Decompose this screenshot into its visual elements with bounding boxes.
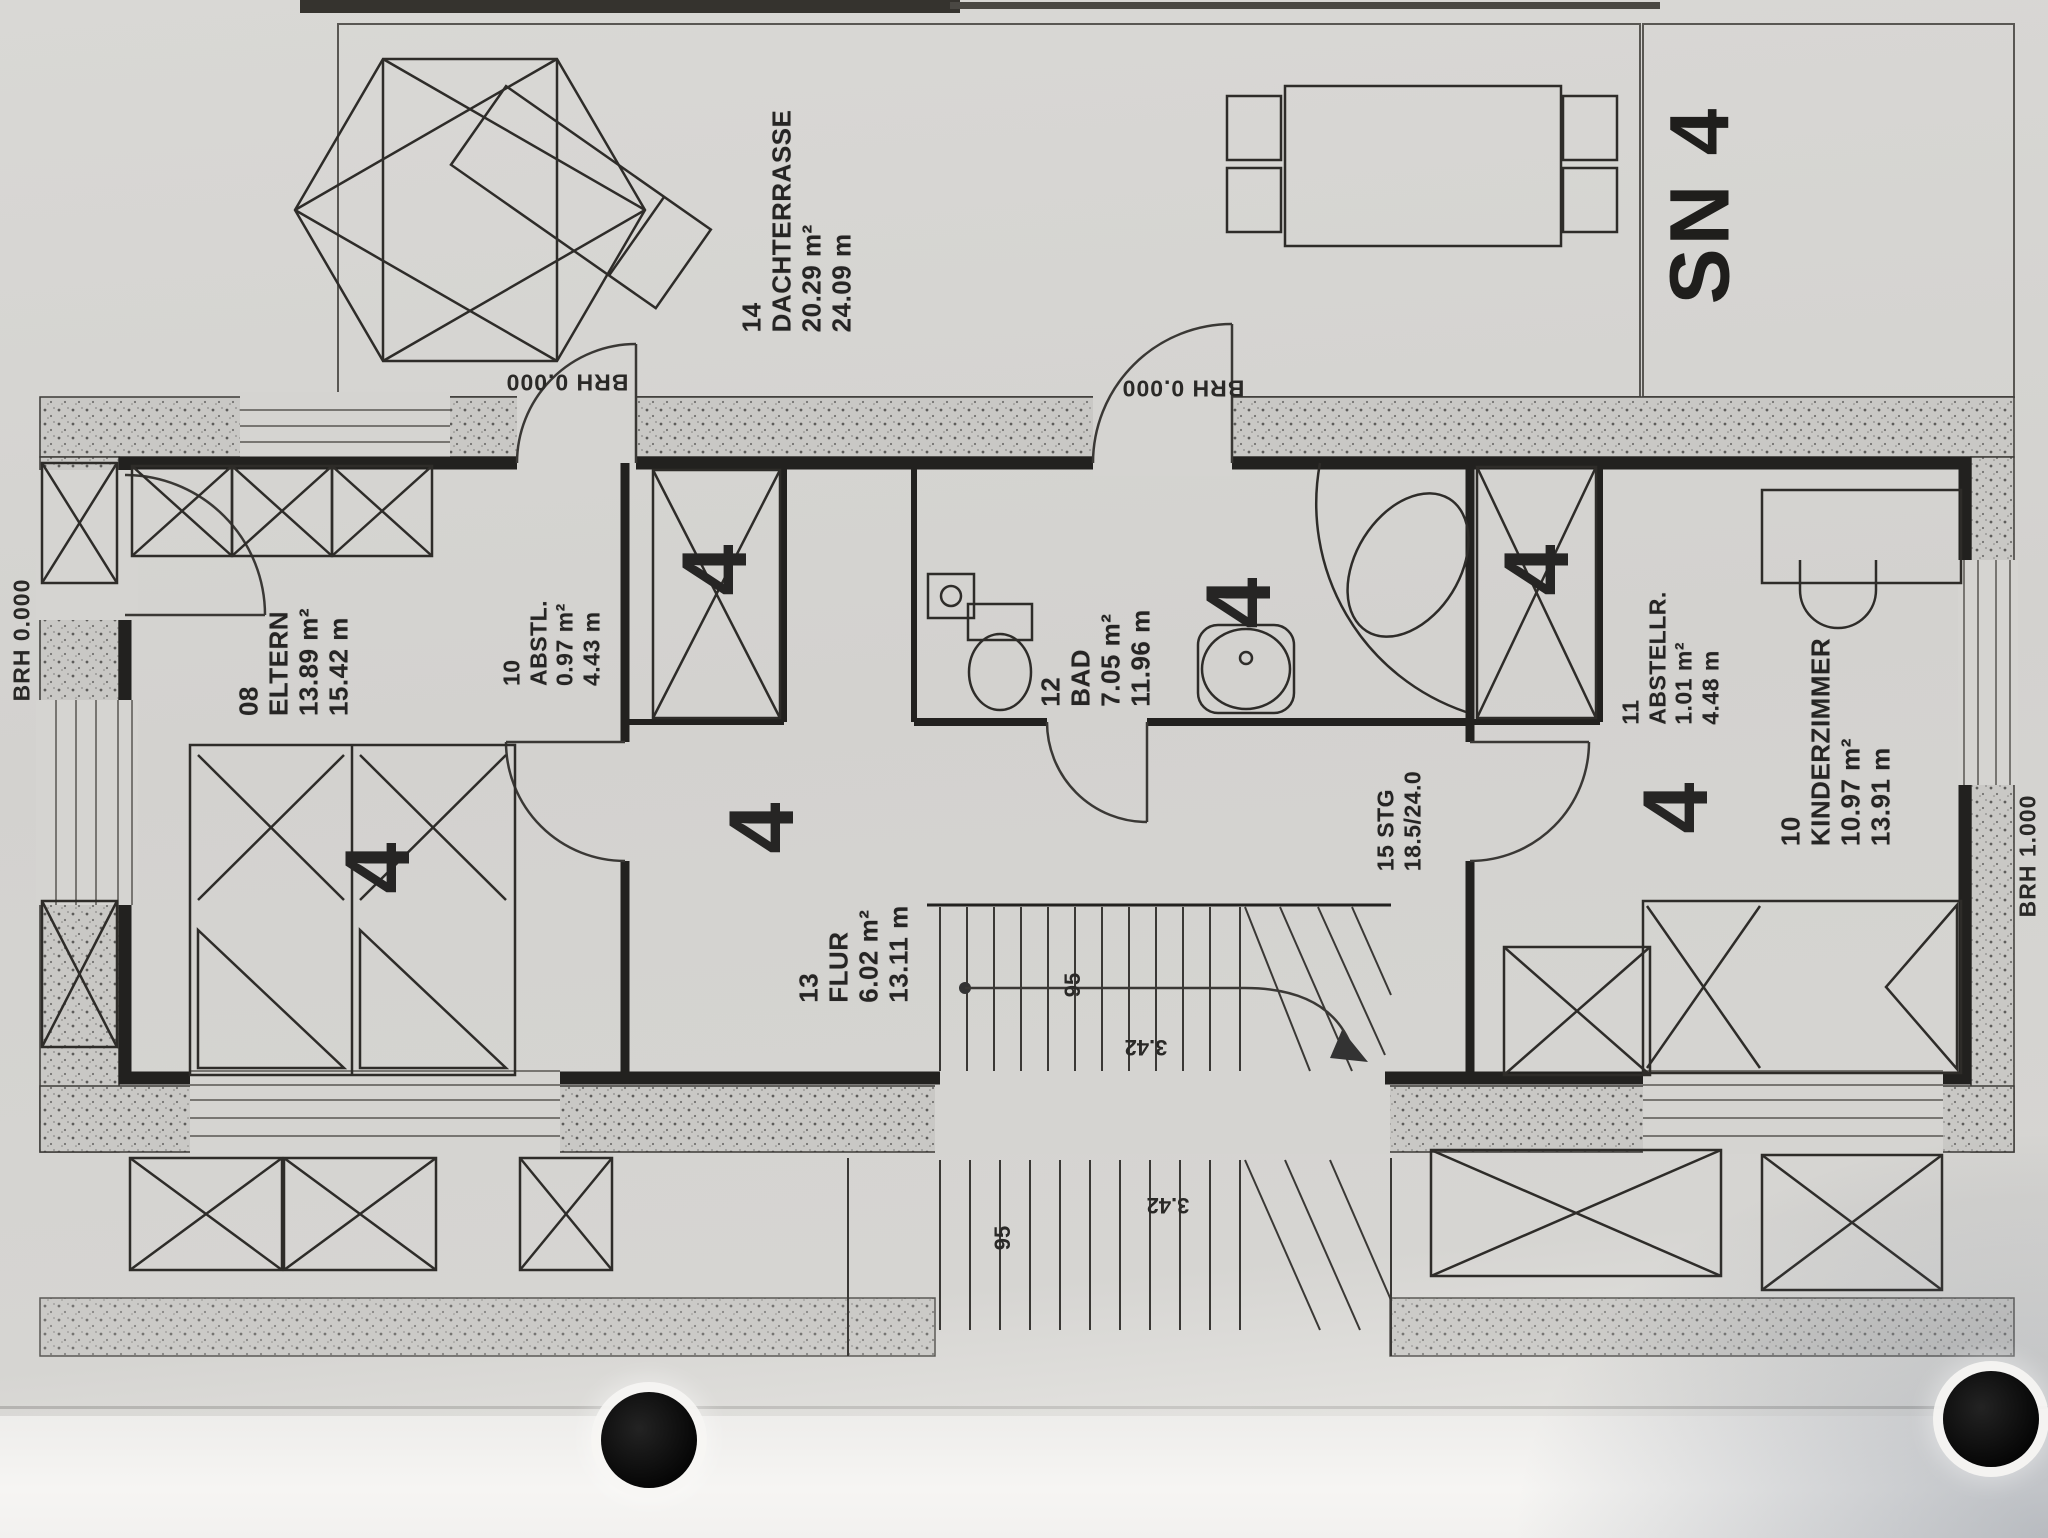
unit-number-stamp: 4 (1625, 782, 1727, 834)
unit-outline (112, 450, 1984, 1091)
room-area: 0.97 m² (552, 603, 578, 687)
stairs-dimension: 18.5/24.0 (1399, 770, 1425, 872)
room-perimeter: 4.43 m (578, 611, 605, 687)
room-number: 10 (1775, 816, 1806, 847)
room-number: 13 (793, 972, 824, 1003)
room-perimeter: 15.42 m (324, 617, 355, 717)
room-name: FLUR (823, 931, 854, 1003)
photo-corner-shadow (1468, 1098, 2048, 1538)
stairs-lower (847, 1158, 1392, 1356)
punch-hole-left (601, 1392, 697, 1488)
doors (124, 322, 1591, 863)
room-name: DACHTERRASSE (766, 109, 797, 333)
room-name: ABSTL. (525, 599, 552, 687)
stair-width-dim: 95 (1060, 972, 1085, 998)
brh-annotation-right: BRH 1.000 (2014, 794, 2041, 918)
room-label-abstellr: 11 ABSTELLR. 1.01 m² 4.48 m (1618, 591, 1725, 725)
paper-bottom-margin (0, 1416, 2048, 1538)
room-number: 11 (1617, 699, 1644, 725)
terrace-skylight-object (293, 57, 647, 363)
stairs-name: 15 STG (1372, 788, 1399, 872)
stair-run-dim-lower: 3.42 (1146, 1193, 1190, 1218)
desk-kinderzimmer (1760, 488, 1963, 630)
unit-number-stamp: 4 (664, 544, 766, 596)
terrace-lounger (449, 84, 713, 310)
interior-walls (620, 463, 1603, 1078)
brh-annotation-left: BRH 0.000 (8, 578, 35, 702)
room-number: 10 (498, 659, 525, 687)
unit-number-stamp: 4 (1188, 577, 1290, 629)
room-name: ABSTELLR. (1644, 591, 1671, 725)
room-label-abstl: 10 ABSTL. 0.97 m² 4.43 m (499, 600, 606, 686)
unit-number-stamp: 4 (327, 842, 429, 894)
room-area: 13.89 m² (294, 607, 324, 717)
bathroom-fixtures (926, 462, 1470, 715)
stairs-label: 15 STG 18.5/24.0 (1372, 771, 1425, 871)
room-perimeter: 4.48 m (1697, 650, 1724, 725)
roof-terrace-outline (337, 23, 2015, 398)
paper-edge-shadow (300, 0, 960, 13)
room-perimeter: 11.96 m (1126, 609, 1157, 707)
room-label-dachterrasse: 14 DACHTERRASSE 20.29 m² 24.09 m (737, 110, 858, 333)
closet-abstl (651, 468, 782, 720)
brh-annotation-top-right: BRH 0.000 (1121, 375, 1245, 402)
bed-eltern (188, 743, 517, 1077)
stair-run-dim: 3.42 (1124, 1035, 1168, 1060)
brh-annotation-top-left: BRH 0.000 (505, 369, 629, 396)
room-area: 6.02 m² (854, 909, 884, 1003)
room-number: 08 (233, 686, 264, 717)
room-perimeter: 24.09 m (827, 233, 858, 333)
room-area: 10.97 m² (1836, 738, 1866, 847)
wardrobe-kinderzimmer (1502, 945, 1652, 1077)
storage-boxes-lower (40, 461, 1944, 1292)
unit-number-stamp: 4 (1486, 544, 1588, 596)
unit-number-stamp: 4 (711, 802, 813, 854)
wardrobe-eltern (130, 464, 434, 558)
room-label-eltern: 08 ELTERN 13.89 m² 15.42 m (234, 608, 355, 716)
punch-hole-right (1943, 1371, 2039, 1467)
terrace-table-and-chairs (1225, 84, 1619, 248)
room-perimeter: 13.91 m (1866, 747, 1897, 847)
room-number: 14 (736, 302, 767, 333)
paper-edge-shadow-thin (950, 2, 1660, 9)
room-label-kinderzimmer: 10 KINDERZIMMER 10.97 m² 13.91 m (1776, 638, 1897, 846)
wall-openings (36, 392, 2018, 1154)
bed-kinderzimmer (1641, 899, 1963, 1075)
stair-width-dim-lower: 95 (990, 1225, 1015, 1251)
room-name: KINDERZIMMER (1805, 637, 1836, 847)
room-area: 20.29 m² (797, 224, 827, 333)
sheet-code: SN 4 (1652, 105, 1747, 305)
room-name: BAD (1065, 648, 1096, 707)
room-number: 12 (1035, 676, 1066, 707)
room-label-bad: 12 BAD 7.05 m² 11.96 m (1036, 609, 1157, 706)
paper-crease (0, 1406, 2048, 1409)
stairs-upper (939, 906, 1392, 1072)
room-perimeter: 13.11 m (884, 905, 915, 1003)
closet-abstellr (1475, 465, 1598, 720)
room-area: 1.01 m² (1671, 642, 1697, 725)
room-name: ELTERN (263, 610, 294, 717)
room-area: 7.05 m² (1096, 613, 1126, 707)
room-label-flur: 13 FLUR 6.02 m² 13.11 m (794, 905, 915, 1002)
